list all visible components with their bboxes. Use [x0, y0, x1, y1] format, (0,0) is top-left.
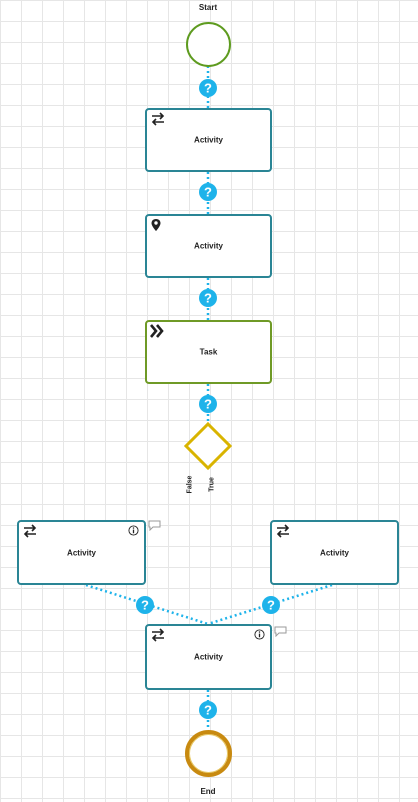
- svg-text:?: ?: [141, 598, 149, 613]
- gateway-true-label: True: [208, 477, 216, 492]
- info-icon[interactable]: [128, 525, 139, 536]
- svg-text:?: ?: [204, 185, 212, 200]
- activity-node-2[interactable]: Activity: [145, 214, 272, 278]
- branch-right-activity[interactable]: Activity: [270, 520, 399, 585]
- branch-left-activity[interactable]: Activity: [17, 520, 146, 585]
- help-icon[interactable]: ?: [261, 595, 281, 615]
- connector-left-to-merge: [85, 583, 209, 626]
- svg-text:?: ?: [204, 81, 212, 96]
- svg-text:?: ?: [204, 291, 212, 306]
- start-label: Start: [198, 3, 218, 12]
- activity-node-1[interactable]: Activity: [145, 108, 272, 172]
- transfer-arrows-icon: [151, 112, 165, 126]
- end-event[interactable]: [185, 730, 232, 777]
- svg-text:?: ?: [267, 598, 275, 613]
- help-icon[interactable]: ?: [198, 394, 218, 414]
- help-icon[interactable]: ?: [198, 288, 218, 308]
- merge-activity[interactable]: Activity: [145, 624, 272, 690]
- connector-right-to-merge: [207, 583, 333, 626]
- task-node[interactable]: Task: [145, 320, 272, 384]
- end-label: End: [200, 787, 216, 796]
- merge-label: Activity: [194, 652, 223, 662]
- branch-left-label: Activity: [67, 548, 96, 557]
- transfer-arrows-icon: [276, 524, 290, 538]
- svg-text:?: ?: [204, 703, 212, 718]
- help-icon[interactable]: ?: [135, 595, 155, 615]
- transfer-arrows-icon: [23, 524, 37, 538]
- transfer-arrows-icon: [151, 628, 165, 642]
- task-node-label: Task: [199, 347, 218, 357]
- double-chevron-icon: [150, 324, 164, 338]
- exclusive-gateway[interactable]: [184, 422, 232, 470]
- activity-node-2-label: Activity: [194, 241, 223, 251]
- map-pin-icon: [151, 219, 161, 231]
- branch-right-label: Activity: [320, 548, 349, 557]
- gateway-false-label: False: [186, 475, 194, 494]
- comment-icon[interactable]: [274, 626, 287, 637]
- activity-node-1-label: Activity: [194, 135, 223, 145]
- help-icon[interactable]: ?: [198, 700, 218, 720]
- help-icon[interactable]: ?: [198, 182, 218, 202]
- comment-icon[interactable]: [148, 520, 161, 531]
- start-event[interactable]: [186, 22, 231, 67]
- help-icon[interactable]: ?: [198, 78, 218, 98]
- info-icon[interactable]: [254, 629, 265, 640]
- svg-text:?: ?: [204, 397, 212, 412]
